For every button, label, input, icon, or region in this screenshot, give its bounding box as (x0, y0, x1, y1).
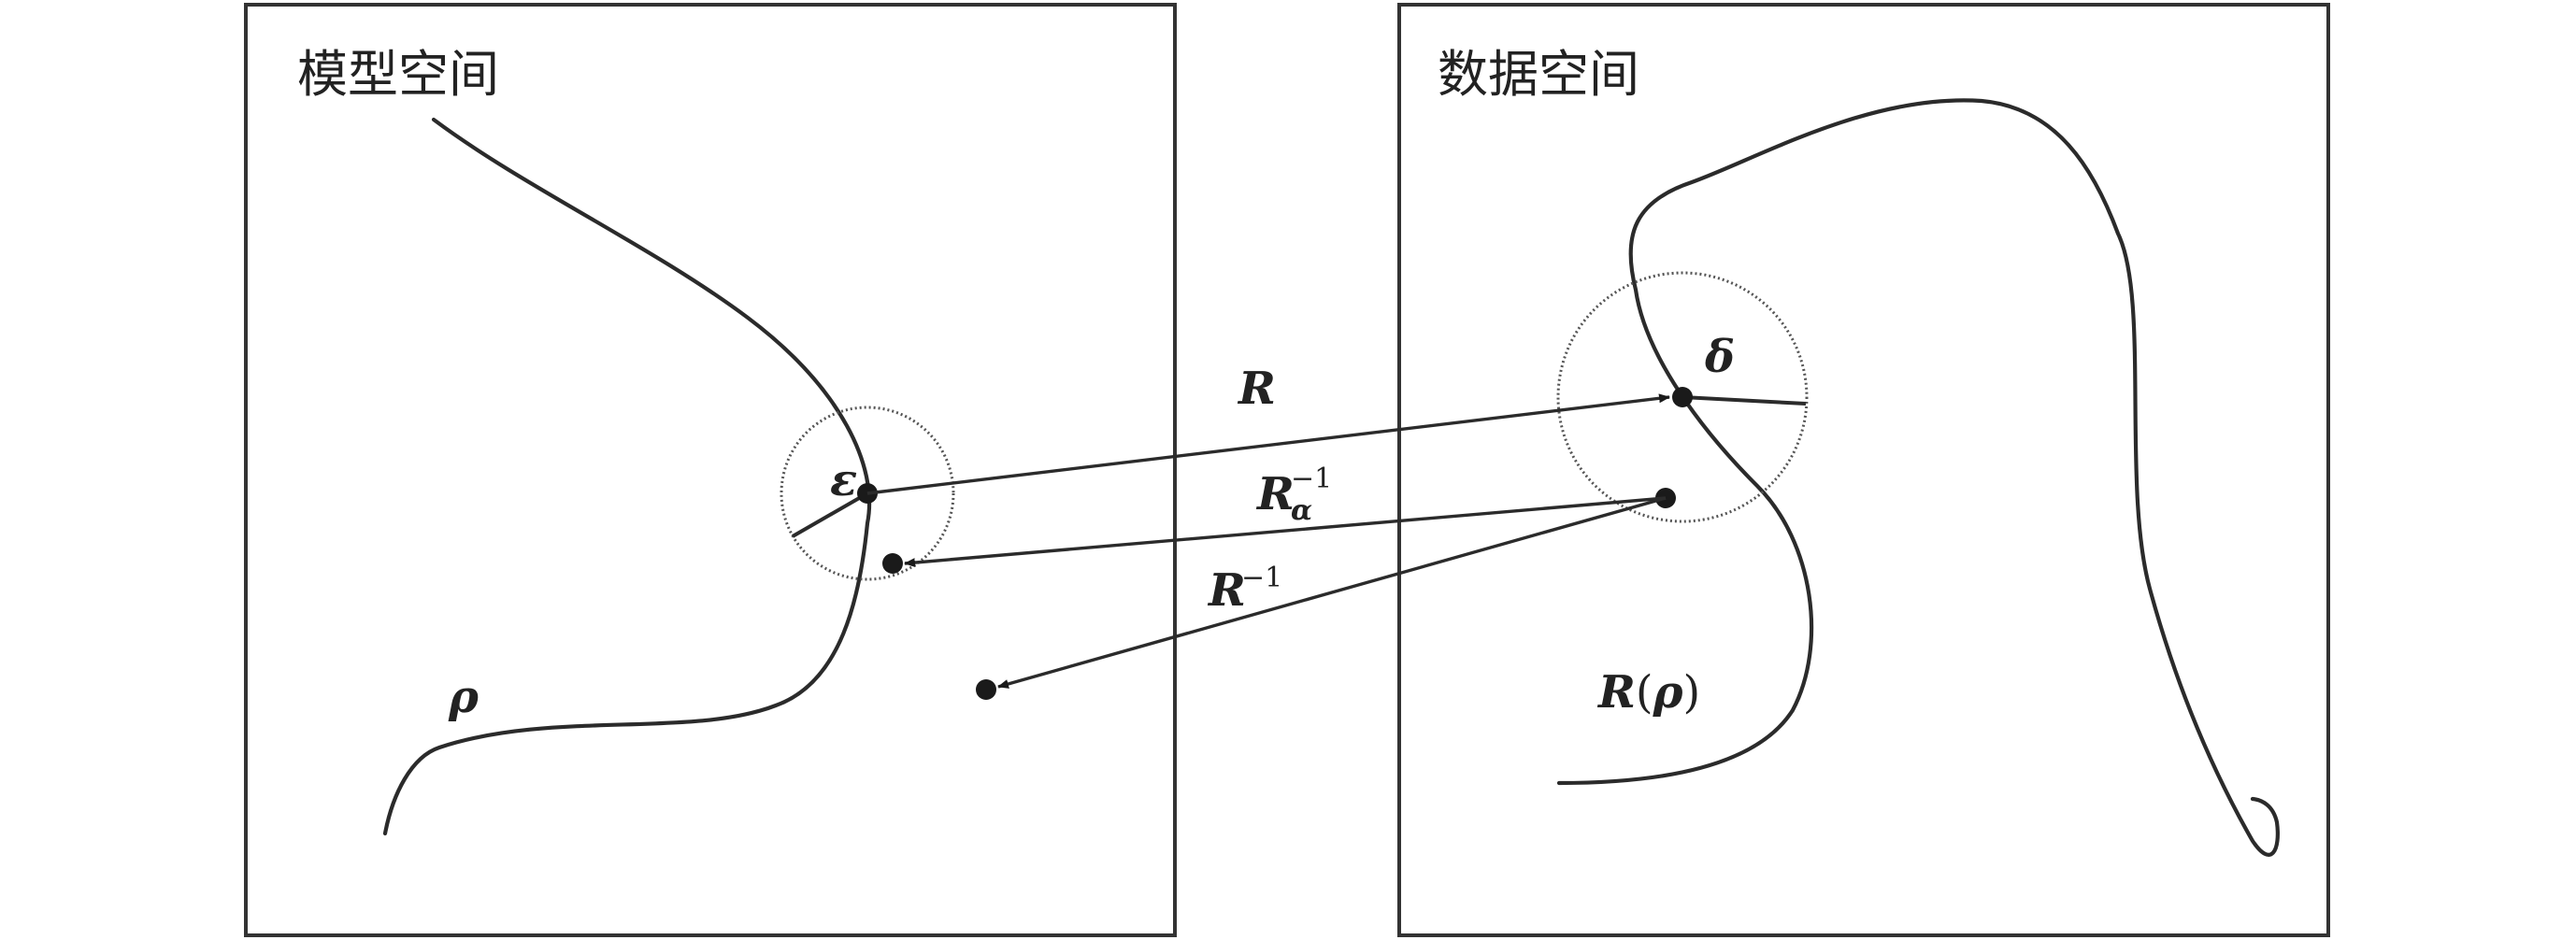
model-space-panel: 模型空间 ε ρ (244, 3, 1177, 937)
regularized-inverse-label-subscript: α (1291, 494, 1312, 527)
epsilon-radius-line (792, 491, 868, 538)
forward-operator-label: R (1237, 363, 1276, 415)
data-curve-R-rho (1556, 98, 2280, 857)
epsilon-label: ε (830, 454, 857, 506)
inverse-operator-label-superscript: −1 (1241, 562, 1282, 594)
regularized-inverse-arrow (904, 496, 1667, 568)
inverse-operator-arrow (997, 496, 1667, 689)
R-rho-label-R: R (1596, 666, 1636, 719)
model-curve-rho (382, 117, 872, 836)
delta-label: δ (1704, 331, 1735, 383)
regularized-solution-point (882, 553, 903, 574)
regularized-inverse-label-R: R (1255, 468, 1295, 520)
inverse-operator-label: R −1 (1207, 562, 1282, 617)
delta-radius-line (1682, 395, 1807, 406)
rho-label: ρ (448, 671, 479, 723)
unregularized-solution-point (976, 679, 996, 700)
regularized-inverse-label-superscript: −1 (1291, 463, 1332, 495)
R-rho-label-open-paren: ( (1636, 666, 1653, 719)
forward-operator-arrow (866, 393, 1670, 495)
data-space-panel: 数据空间 δ R(ρ) (1397, 3, 2330, 937)
delta-neighborhood-circle (1556, 271, 1809, 523)
R-rho-label-rho: ρ (1653, 666, 1684, 719)
model-space-frame (244, 3, 1177, 937)
exact-data-point (1672, 387, 1693, 407)
data-space-title: 数据空间 (1438, 45, 1639, 104)
model-space-title: 模型空间 (297, 45, 499, 104)
inverse-operator-label-R: R (1207, 564, 1246, 617)
epsilon-neighborhood-circle (780, 406, 955, 581)
mapping-arrows: R R −1 α R −1 (866, 363, 1670, 689)
R-rho-label-close-paren: ) (1683, 666, 1701, 719)
R-rho-label: R(ρ) (1596, 666, 1700, 719)
regularized-inverse-label: R −1 α (1255, 463, 1332, 527)
data-space-frame (1397, 3, 2330, 937)
